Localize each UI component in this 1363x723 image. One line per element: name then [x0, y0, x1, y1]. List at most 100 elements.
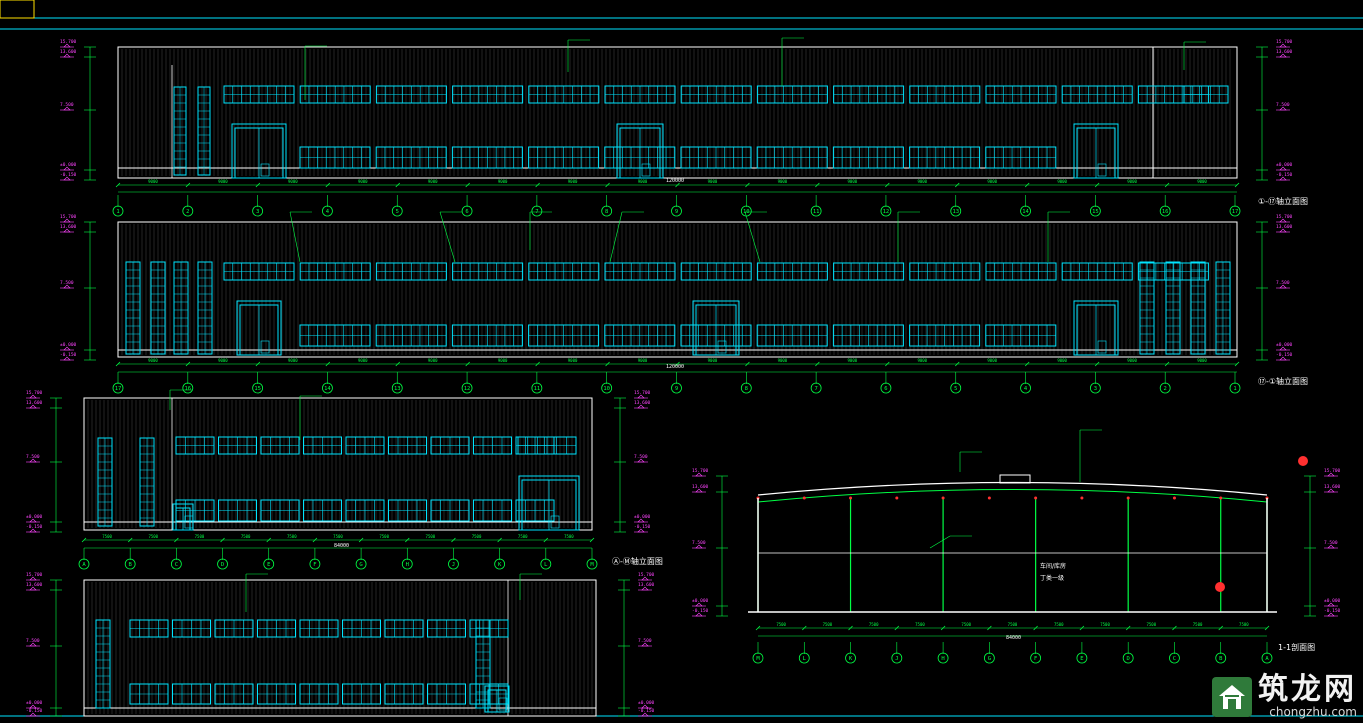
- dimension-text: 7500: [1008, 622, 1018, 627]
- axis-label: 16: [1162, 209, 1169, 215]
- level-label: -0.150: [1324, 608, 1341, 614]
- level-triangle: [637, 528, 645, 533]
- vertical-window-mullions: [174, 87, 186, 175]
- vertical-window-mullions: [126, 262, 140, 354]
- dimension-tick: [127, 537, 133, 543]
- window-mullions: [909, 147, 980, 168]
- window-mullions: [757, 263, 828, 280]
- annotation-leader: [289, 211, 301, 263]
- window-mullions: [1062, 263, 1133, 280]
- dimension-tick: [255, 182, 261, 188]
- axis-bubble: [810, 382, 822, 394]
- dimension-text: 9000: [498, 179, 508, 184]
- level-label: 15.700: [60, 39, 77, 45]
- window-mullions: [985, 147, 1056, 168]
- dimension-text: 9000: [638, 358, 648, 363]
- door-leaf: [717, 340, 727, 354]
- axis-label: H: [406, 562, 409, 568]
- level-label: 7.500: [1324, 540, 1338, 546]
- level-label: ±0.000: [1276, 342, 1293, 348]
- dimension-tick: [185, 361, 191, 367]
- annotation-leader: [929, 535, 951, 549]
- axis-label: 6: [884, 386, 887, 392]
- watermark-en: chongzhu.com: [1269, 705, 1357, 719]
- dimension-tick: [1218, 625, 1224, 631]
- wall-panel-ribs: [121, 49, 1231, 176]
- dimension-tick: [1234, 361, 1240, 367]
- dimension-text: 9000: [1127, 179, 1137, 184]
- dimension-text: 9000: [917, 179, 927, 184]
- axis-bubble: [1215, 652, 1227, 664]
- level-triangle: [1327, 488, 1335, 493]
- window-mullions: [261, 437, 299, 454]
- level-triangle: [695, 472, 703, 477]
- axis-bubble: [1020, 382, 1031, 394]
- vertical-window-mullions: [1166, 262, 1180, 354]
- window-mullions: [385, 620, 423, 637]
- dimension-text: 7500: [241, 534, 251, 539]
- axis-label: 2: [1164, 386, 1167, 392]
- axis-label: 5: [954, 386, 957, 392]
- axis-label: J: [452, 562, 455, 568]
- window-mullions: [303, 437, 342, 454]
- axis-label: 5: [396, 209, 399, 215]
- vertical-window-mullions: [476, 620, 490, 708]
- level-label: ±0.000: [60, 162, 77, 168]
- level-label: 13.600: [26, 400, 43, 406]
- level-label: ±0.000: [634, 514, 651, 520]
- dimension-tick: [605, 182, 610, 188]
- axis-label: A: [82, 562, 86, 568]
- window-mullions: [376, 325, 447, 346]
- axis-label: 17: [115, 386, 122, 392]
- axis-bubble: [671, 205, 682, 217]
- vertical-window-mullions: [96, 620, 110, 708]
- level-triangle: [29, 586, 37, 591]
- level-label: -0.150: [638, 708, 655, 714]
- axis-bubble: [1122, 652, 1134, 664]
- level-triangle: [1279, 166, 1287, 171]
- door-leaf: [1097, 163, 1107, 177]
- window-mullions: [346, 500, 384, 521]
- dimension-text: 7500: [333, 534, 343, 539]
- annotation-leader: [744, 211, 761, 263]
- axis-label: 1: [116, 209, 119, 215]
- level-triangle: [695, 488, 703, 493]
- dimension-text: 7500: [1100, 622, 1110, 627]
- dimension-text: 9000: [708, 179, 718, 184]
- dimension-text: 9000: [288, 358, 298, 363]
- axis-bubble: [112, 205, 124, 217]
- axis-bubble: [1229, 205, 1241, 217]
- level-label: 13.600: [26, 582, 43, 588]
- dimension-text: 7500: [1239, 622, 1249, 627]
- window-mullions: [388, 437, 427, 454]
- level-label: 13.600: [1276, 49, 1293, 55]
- window-mullions: [516, 500, 554, 521]
- total-dim-elev-c: 84000: [334, 543, 349, 549]
- axis-label: 1: [1233, 386, 1236, 392]
- axis-bubble: [880, 205, 892, 217]
- window-mullions: [1184, 86, 1228, 103]
- truss-node: [941, 496, 945, 500]
- level-label: -0.150: [60, 352, 77, 358]
- dimension-text: 7500: [1193, 622, 1203, 627]
- axis-bubble: [752, 652, 764, 664]
- axis-bubble: [586, 558, 598, 570]
- total-dim-elev-a: 120000: [666, 178, 684, 184]
- level-label: 7.500: [60, 280, 74, 286]
- dimension-text: 7500: [961, 622, 971, 627]
- level-triangle: [695, 602, 703, 607]
- axis-bubble: [461, 205, 473, 217]
- level-triangle: [63, 176, 71, 181]
- watermark: 筑龙网 chongzhu.com: [1212, 674, 1357, 719]
- axis-label: G: [988, 656, 991, 662]
- level-triangle: [63, 356, 71, 361]
- dimension-tick: [1094, 182, 1100, 188]
- axis-label: E: [1080, 656, 1083, 662]
- vertical-window-mullions: [174, 262, 188, 354]
- window-mullions: [172, 620, 211, 637]
- axis-bubble: [263, 558, 275, 570]
- axis-label: 10: [603, 386, 610, 392]
- window-mullions: [130, 684, 168, 704]
